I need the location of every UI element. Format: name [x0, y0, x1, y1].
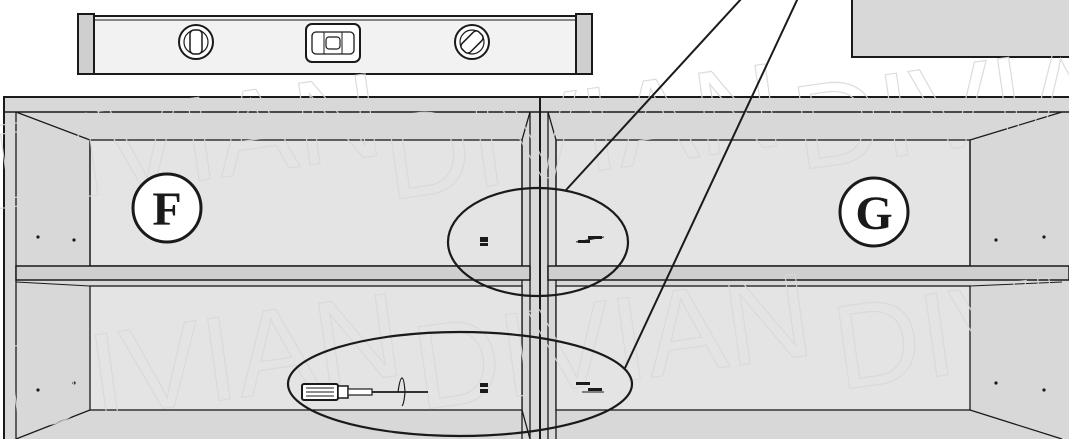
cabinet-g — [539, 96, 1069, 439]
label-g: G — [855, 187, 892, 240]
screw-icon — [480, 383, 488, 393]
callout-lines — [565, 0, 799, 369]
screwdriver-icon — [301, 377, 428, 407]
callout-ellipse-upper — [446, 186, 630, 298]
screw-icon — [575, 236, 605, 243]
screw-icon — [576, 382, 604, 393]
label-f: F — [152, 183, 181, 236]
detail-inset-box — [851, 0, 1069, 58]
cabinet-f — [3, 96, 541, 439]
callout-ellipse-lower — [286, 330, 634, 438]
label-g-marker: G — [838, 176, 910, 248]
screw-icon — [480, 237, 488, 246]
label-f-marker: F — [131, 172, 203, 244]
spirit-level-icon — [77, 13, 593, 75]
